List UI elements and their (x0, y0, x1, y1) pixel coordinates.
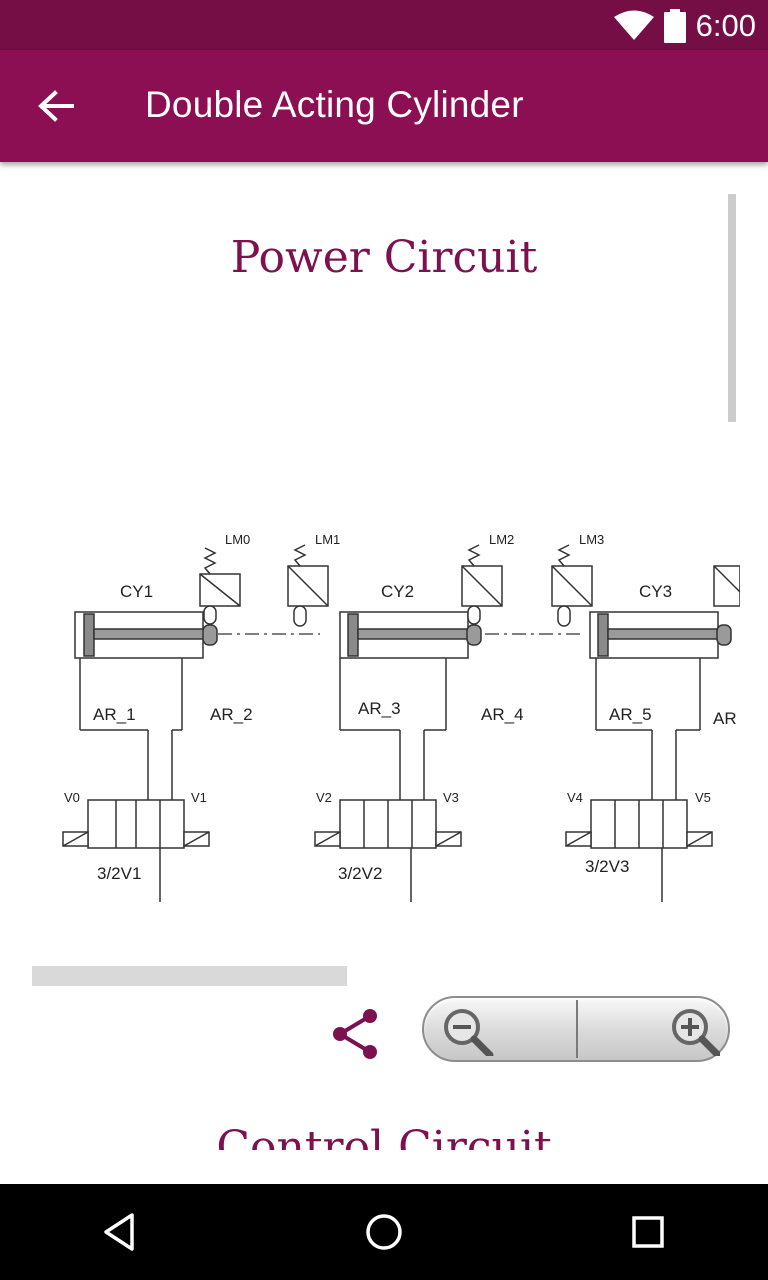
vertical-scrollbar[interactable] (728, 194, 736, 422)
cy3-label: CY3 (639, 582, 672, 601)
v4-label: V4 (567, 790, 583, 805)
ar1-label: AR_1 (93, 705, 136, 724)
page-title: Double Acting Cylinder (145, 84, 524, 125)
lm3-label: LM3 (579, 532, 604, 547)
nav-recents-icon[interactable] (626, 1210, 670, 1254)
lm0-label: LM0 (225, 532, 250, 547)
ar6-label: AR (713, 709, 737, 728)
ar3-label: AR_3 (358, 699, 401, 718)
v2-label: V2 (316, 790, 332, 805)
zoom-divider (576, 1000, 578, 1058)
content-area[interactable]: Power Circuit (0, 162, 768, 1184)
battery-icon (664, 9, 686, 48)
share-icon[interactable] (330, 1006, 382, 1062)
lm1-label: LM1 (315, 532, 340, 547)
v0-label: V0 (64, 790, 80, 805)
power-circuit-diagram: CY1 CY2 CY3 LM0 LM1 LM2 LM3 AR_1 AR_2 AR… (62, 532, 740, 902)
power-circuit-title: Power Circuit (230, 232, 538, 283)
v5-label: V5 (695, 790, 711, 805)
zoom-controls (422, 996, 730, 1062)
ar4-label: AR_4 (481, 705, 524, 724)
horizontal-scrollbar[interactable] (32, 966, 347, 986)
status-bar: 6:00 (0, 0, 768, 50)
lm2-label: LM2 (489, 532, 514, 547)
valve2-label: 3/2V2 (338, 864, 382, 883)
nav-home-icon[interactable] (362, 1210, 406, 1254)
ar5-label: AR_5 (609, 705, 652, 724)
zoom-in-icon[interactable] (580, 1006, 722, 1059)
nav-back-icon[interactable] (98, 1210, 142, 1254)
control-circuit-title: Control Circuit (216, 1122, 552, 1150)
v3-label: V3 (443, 790, 459, 805)
valve1-label: 3/2V1 (97, 864, 141, 883)
app-bar: Double Acting Cylinder (0, 50, 768, 162)
ar2-label: AR_2 (210, 705, 253, 724)
cy2-label: CY2 (381, 582, 414, 601)
v1-label: V1 (191, 790, 207, 805)
zoom-out-icon[interactable] (436, 1006, 576, 1059)
valve3-label: 3/2V3 (585, 857, 629, 876)
arrow-back-icon[interactable] (36, 86, 76, 126)
status-time: 6:00 (695, 8, 756, 43)
wifi-icon (614, 10, 654, 45)
cy1-label: CY1 (120, 582, 153, 601)
navigation-bar (0, 1184, 768, 1280)
